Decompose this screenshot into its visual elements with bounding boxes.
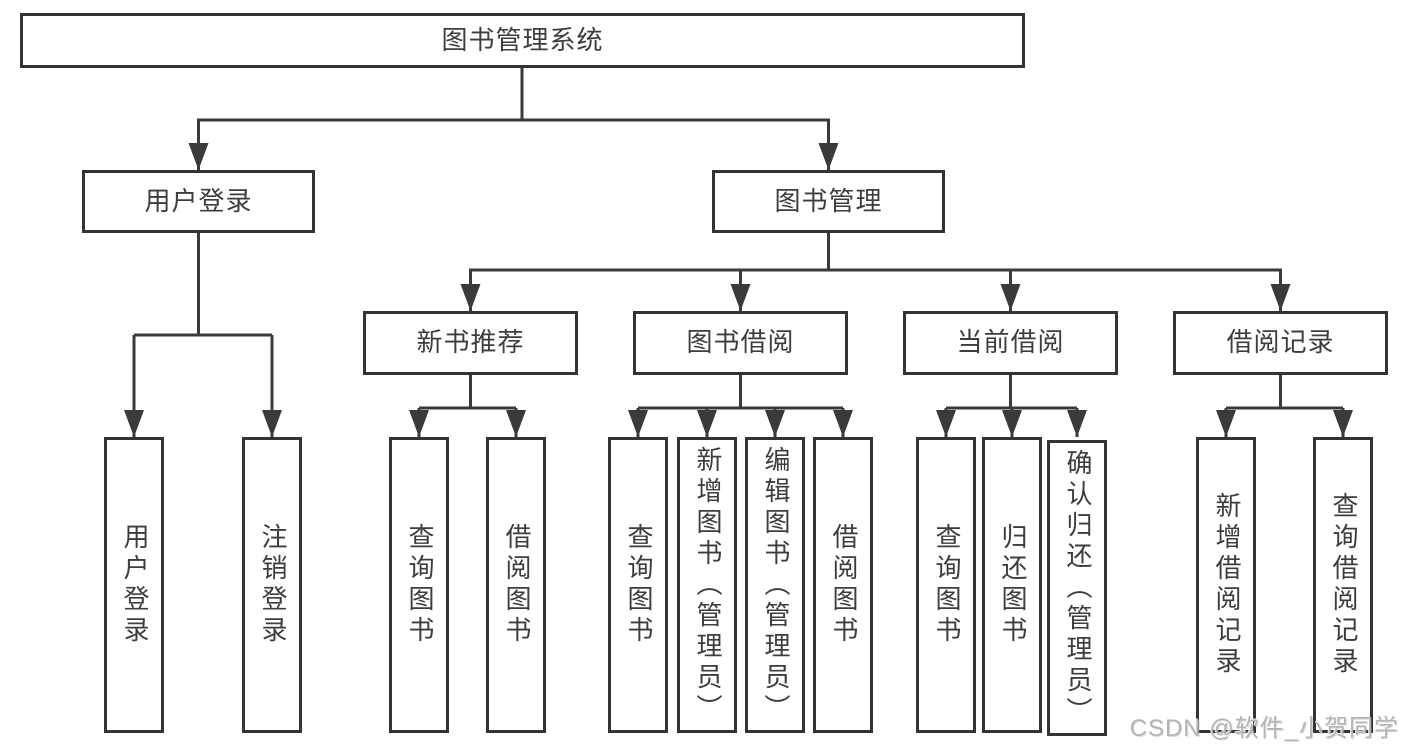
connector-skeleton [134,68,1343,410]
node-logout-leaf: 注销登录 [242,437,302,733]
node-user-login-leaf: 用户登录 [104,437,164,733]
node-book-borrow: 图书借阅 [633,311,848,375]
node-bb-edit-book: 编辑图书（管理员） [745,437,805,733]
node-book-mgmt-group: 图书管理 [712,170,945,233]
node-cb-query-book: 查询图书 [916,437,976,733]
node-bb-query-book: 查询图书 [608,437,668,733]
node-borrow-record: 借阅记录 [1173,311,1388,375]
node-br-add-record: 新增借阅记录 [1196,437,1256,733]
node-new-book-rec: 新书推荐 [363,311,578,375]
node-cb-return-book: 归还图书 [982,437,1042,733]
node-nbr-borrow-book: 借阅图书 [486,437,546,733]
node-cb-confirm-return: 确认归还（管理员） [1047,440,1107,736]
node-bb-borrow-book: 借阅图书 [813,437,873,733]
csdn-watermark: CSDN @软件_小贺同学 [1129,715,1399,742]
node-nbr-query-book: 查询图书 [389,437,449,733]
node-br-query-record: 查询借阅记录 [1313,437,1373,733]
node-current-borrow: 当前借阅 [903,311,1118,375]
node-root: 图书管理系统 [20,13,1025,68]
node-bb-add-book: 新增图书（管理员） [677,437,737,733]
node-user-login-group: 用户登录 [82,170,315,233]
